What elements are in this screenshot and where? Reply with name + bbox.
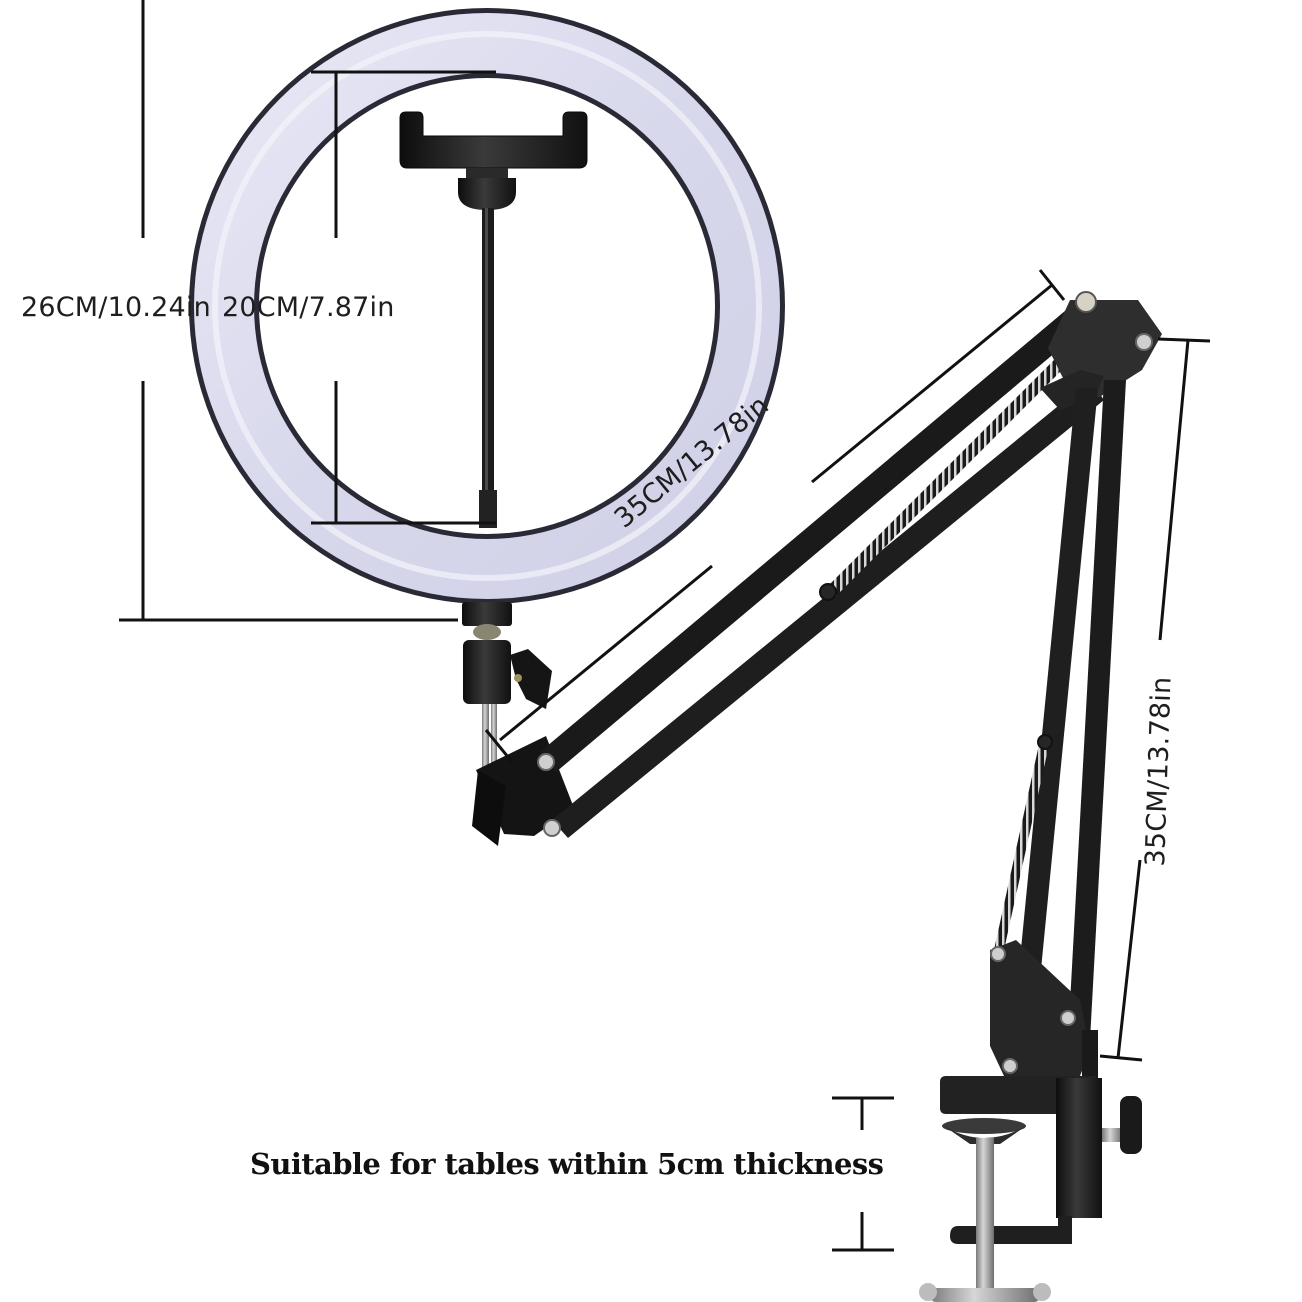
- lower-arm-length-label: 35CM/13.78in: [1140, 676, 1178, 868]
- clamp-thickness-dimension: [832, 1096, 894, 1252]
- gooseneck: [479, 208, 497, 528]
- dimension-lines: [119, 0, 1211, 1252]
- elbow-joint: [1040, 291, 1162, 410]
- lower-arm: [994, 380, 1126, 1040]
- outer-diameter-dimension: [119, 0, 458, 622]
- inner-diameter-dimension: [311, 70, 496, 525]
- desk-clamp: [940, 1076, 1102, 1244]
- ball-head: [462, 602, 552, 794]
- clamp-knob: [1102, 1096, 1142, 1154]
- inner-diameter-label: 20CM/7.87in: [222, 292, 395, 323]
- upper-arm: [472, 300, 1104, 846]
- clamp-thickness-caption: Suitable for tables within 5cm thickness: [250, 1147, 884, 1181]
- upper-arm-dimension: [484, 269, 1066, 763]
- base-joint: [990, 940, 1098, 1082]
- phone-holder: [399, 111, 588, 210]
- clamp-screw: [919, 1138, 1051, 1302]
- lower-arm-dimension: [1099, 337, 1211, 1062]
- outer-diameter-label: 26CM/10.24in: [21, 292, 211, 323]
